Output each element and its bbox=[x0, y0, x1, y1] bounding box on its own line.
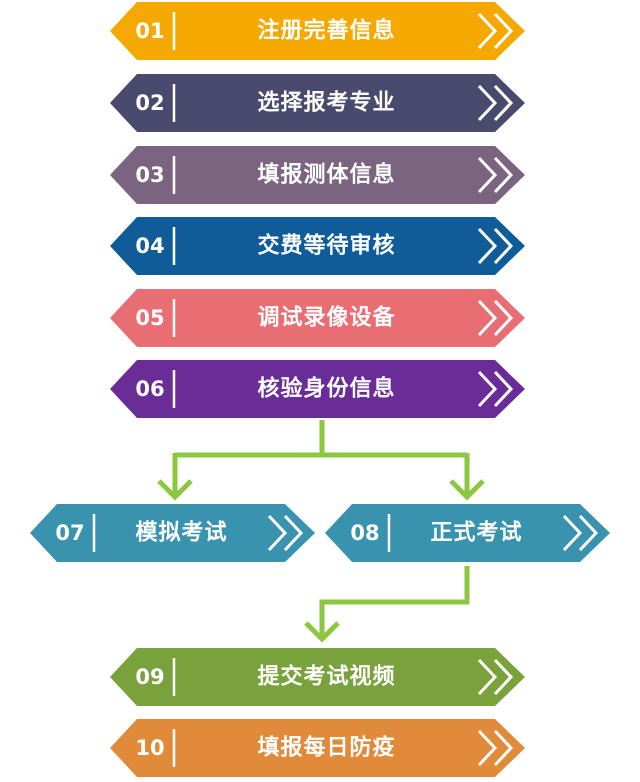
step-06-label: 核验身份信息 bbox=[257, 376, 395, 402]
step-05-chevrons-icon bbox=[477, 299, 514, 337]
step-07-chevrons-icon bbox=[267, 514, 304, 552]
step-08: 08 正式考试 bbox=[325, 504, 610, 562]
step-03-label: 填报测体信息 bbox=[257, 162, 395, 188]
step-02-chevrons-icon bbox=[477, 84, 514, 122]
step-02: 02 选择报考专业 bbox=[110, 74, 525, 132]
step-10-label: 填报每日防疫 bbox=[257, 735, 395, 761]
step-04-label: 交费等待审核 bbox=[257, 233, 395, 259]
step-07: 07 模拟考试 bbox=[30, 504, 315, 562]
step-03-chevrons-icon bbox=[477, 156, 514, 194]
step-10-number: 10 bbox=[135, 736, 164, 760]
step-09-label: 提交考试视频 bbox=[257, 664, 395, 690]
step-05: 05 调试录像设备 bbox=[110, 289, 525, 347]
step-05-arrow-shape bbox=[110, 289, 525, 347]
step-06-number: 06 bbox=[135, 377, 164, 401]
step-04-number: 04 bbox=[135, 234, 164, 258]
step-03-number: 03 bbox=[135, 163, 164, 187]
step-02-number: 02 bbox=[135, 91, 164, 115]
step-08-arrow-shape bbox=[325, 504, 610, 562]
step-01-number: 01 bbox=[135, 19, 164, 43]
step-08-label: 正式考试 bbox=[430, 521, 522, 546]
arrow-to-step-08-icon bbox=[449, 479, 485, 501]
step-07-number: 07 bbox=[55, 521, 84, 545]
step-03-arrow-shape bbox=[110, 146, 525, 204]
step-07-label: 模拟考试 bbox=[135, 521, 227, 546]
step-08-number: 08 bbox=[350, 521, 379, 545]
arrow-to-step-07-icon bbox=[157, 479, 193, 501]
step-05-label: 调试录像设备 bbox=[257, 305, 395, 331]
step-05-number: 05 bbox=[135, 306, 164, 330]
step-10: 10 填报每日防疫 bbox=[110, 719, 525, 777]
step-01-chevrons-icon bbox=[477, 12, 514, 50]
step-09-arrow-shape bbox=[110, 648, 525, 706]
step-08-chevrons-icon bbox=[562, 514, 599, 552]
step-04: 04 交费等待审核 bbox=[110, 217, 525, 275]
step-01-arrow-shape bbox=[110, 2, 525, 60]
step-06-chevrons-icon bbox=[477, 370, 514, 408]
step-01: 01 注册完善信息 bbox=[110, 2, 525, 60]
step-01-label: 注册完善信息 bbox=[257, 18, 395, 44]
step-09: 09 提交考试视频 bbox=[110, 648, 525, 706]
step-10-arrow-shape bbox=[110, 719, 525, 777]
step-09-number: 09 bbox=[135, 665, 164, 689]
step-10-chevrons-icon bbox=[477, 729, 514, 767]
flow-connectors bbox=[157, 420, 485, 643]
step-06: 06 核验身份信息 bbox=[110, 360, 525, 418]
step-02-label: 选择报考专业 bbox=[257, 90, 395, 116]
step-07-arrow-shape bbox=[30, 504, 315, 562]
step-04-arrow-shape bbox=[110, 217, 525, 275]
step-03: 03 填报测体信息 bbox=[110, 146, 525, 204]
merge-connector bbox=[319, 566, 470, 637]
arrow-to-step-09-icon bbox=[304, 621, 340, 643]
step-02-arrow-shape bbox=[110, 74, 525, 132]
step-09-chevrons-icon bbox=[477, 658, 514, 696]
split-connector bbox=[172, 420, 470, 496]
step-06-arrow-shape bbox=[110, 360, 525, 418]
step-04-chevrons-icon bbox=[477, 227, 514, 265]
